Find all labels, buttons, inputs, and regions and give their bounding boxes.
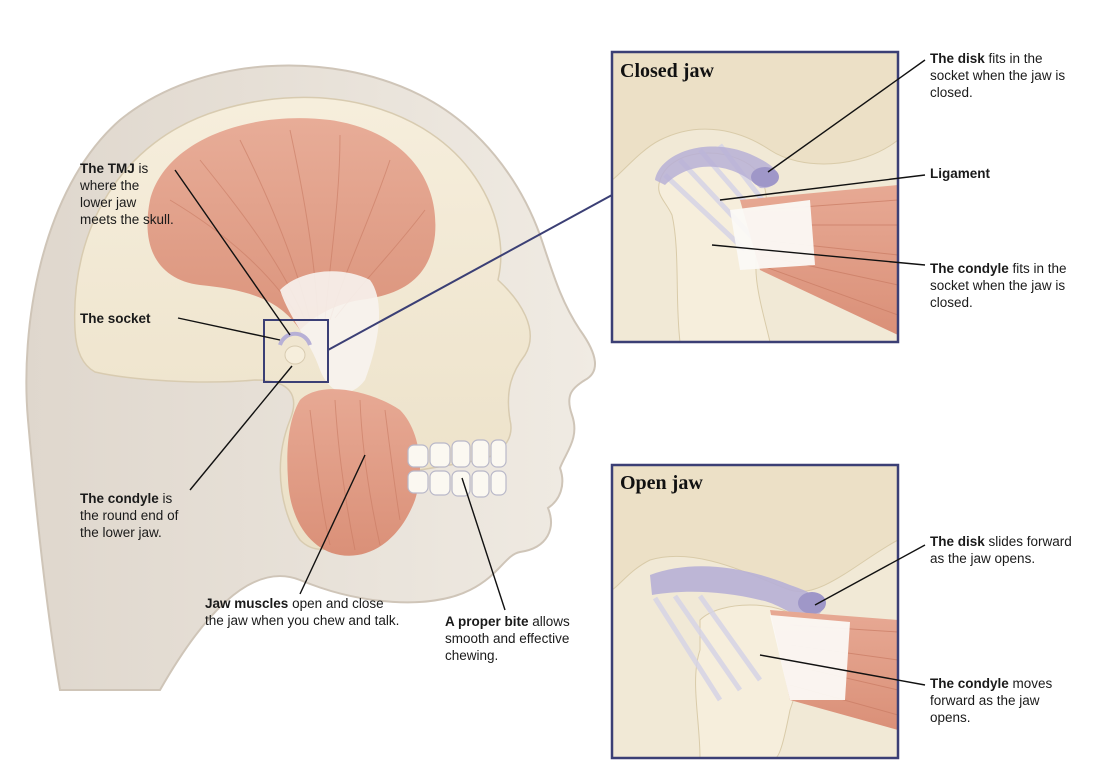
tmj-label-bold: The TMJ [80,161,135,176]
closed-condyle-label: The condyle fits in the socket when the … [930,260,1080,311]
open-jaw-title: Open jaw [620,472,703,495]
jaw-muscles-label: Jaw muscles open and close the jaw when … [205,595,405,629]
closed-jaw-title: Closed jaw [620,60,714,83]
open-disk-label: The disk slides forward as the jaw opens… [930,533,1080,567]
open-condyle-label-bold: The condyle [930,676,1009,691]
proper-bite-label-bold: A proper bite [445,614,529,629]
tmj-label: The TMJ is where the lower jaw meets the… [80,160,175,228]
jaw-muscles-label-bold: Jaw muscles [205,596,288,611]
closed-condyle-label-bold: The condyle [930,261,1009,276]
closed-disk-label: The disk fits in the socket when the jaw… [930,50,1080,101]
proper-bite-label: A proper bite allows smooth and effectiv… [445,613,580,664]
socket-label: The socket [80,310,180,327]
condyle-label-bold: The condyle [80,491,159,506]
ligament-label: Ligament [930,165,1080,182]
condyle-label: The condyle is the round end of the lowe… [80,490,185,541]
closed-disk-label-bold: The disk [930,51,985,66]
open-disk-label-bold: The disk [930,534,985,549]
ligament-label-bold: Ligament [930,166,990,181]
open-condyle-label: The condyle moves forward as the jaw ope… [930,675,1080,726]
socket-label-bold: The socket [80,311,151,326]
